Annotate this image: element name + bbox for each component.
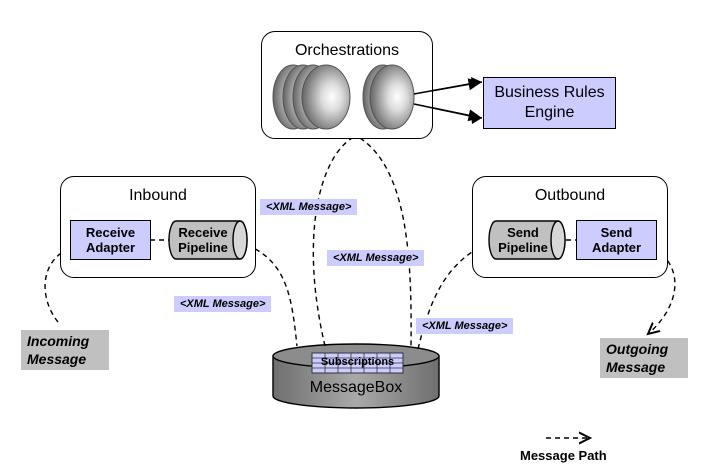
legend-label: Message Path: [520, 448, 607, 463]
incoming-line2: Message: [27, 351, 87, 367]
send-pipeline-line1: Send: [507, 225, 539, 240]
orchestrations-box: Orchestrations: [261, 31, 433, 139]
path-orchestration-to-messagebox: [359, 137, 412, 347]
orchestrations-title: Orchestrations: [294, 42, 400, 59]
send-adapter-line2: Adapter: [591, 240, 642, 255]
xml-message-tag-upper-left: <XML Message>: [260, 199, 358, 215]
receive-adapter-line1: Receive: [85, 225, 136, 240]
subscriptions-label: Subscriptions: [320, 356, 395, 368]
outgoing-line1: Outgoing: [606, 341, 669, 357]
receive-adapter: Receive Adapter: [70, 220, 151, 260]
inbound-title: Inbound: [129, 187, 187, 204]
outbound-title: Outbound: [534, 187, 606, 204]
xml-message-tag-lower-right: <XML Message>: [416, 318, 514, 334]
send-pipeline-line2: Pipeline: [498, 240, 548, 255]
messagebox-label: MessageBox: [309, 379, 403, 396]
path-pipeline-to-messagebox: [246, 244, 298, 347]
send-adapter: Send Adapter: [576, 220, 657, 260]
receive-pipeline-line2: Pipeline: [178, 240, 228, 255]
send-pipeline: Send Pipeline: [490, 225, 556, 255]
outgoing-message: Outgoing Message: [600, 338, 688, 378]
incoming-message: Incoming Message: [21, 330, 109, 370]
outgoing-line2: Message: [606, 359, 666, 375]
send-adapter-line1: Send: [600, 225, 633, 240]
xml-message-tag-lower-left: <XML Message>: [174, 296, 272, 312]
business-rules-engine: Business Rules Engine: [483, 77, 616, 129]
subscriptions-grid: [311, 352, 404, 374]
receive-pipeline-line1: Receive: [178, 225, 228, 240]
rules-engine-line2: Engine: [524, 104, 575, 121]
path-messagebox-to-orchestration: [312, 137, 353, 347]
rules-engine-line1: Business Rules: [494, 84, 605, 101]
receive-pipeline: Receive Pipeline: [170, 225, 236, 255]
xml-message-tag-middle-right: <XML Message>: [327, 250, 425, 266]
incoming-line1: Incoming: [27, 333, 90, 349]
receive-adapter-line2: Adapter: [85, 240, 136, 255]
